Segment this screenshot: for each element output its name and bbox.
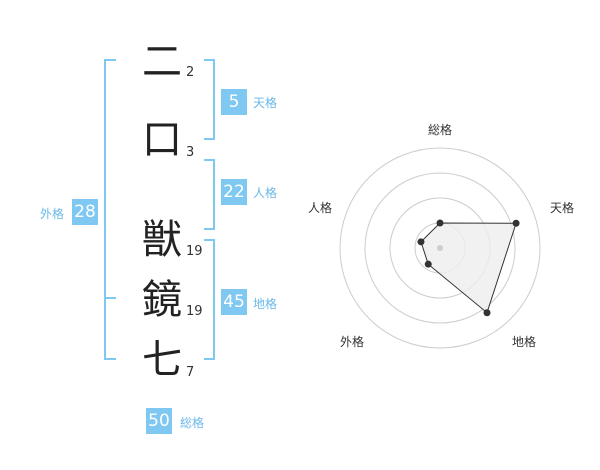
radar-point-総格	[436, 219, 444, 227]
jin-kaku-value: 22	[221, 179, 247, 205]
name-char-5: 七	[142, 337, 182, 383]
gai-kaku-label: 外格	[40, 207, 65, 221]
name-char-3: 獣	[142, 217, 182, 263]
sou-kaku-value: 50	[146, 408, 172, 434]
radar-axis-label-gai: 外格	[340, 334, 364, 349]
radar-ring-3	[364, 172, 516, 324]
radar-axis-label-sou: 総格	[428, 122, 452, 137]
name-char-3-strokes: 19	[186, 244, 203, 259]
radar-axis-label-ten: 天格	[550, 200, 574, 215]
sou-kaku-label: 総格	[180, 416, 205, 430]
radar-point-外格	[424, 260, 432, 268]
radar-axis-label-chi: 地格	[512, 334, 536, 349]
radar-score-points	[417, 219, 520, 317]
ten-bracket	[204, 59, 215, 140]
radar-point-地格	[483, 309, 491, 317]
chi-bracket	[204, 239, 215, 360]
gai-kaku-value: 28	[72, 199, 98, 225]
jin-kaku-label: 人格	[253, 186, 278, 200]
name-char-1-strokes: 2	[186, 65, 195, 80]
gai-bracket	[104, 59, 116, 360]
radar-center-dot	[437, 245, 443, 251]
name-char-2: 口	[142, 117, 182, 163]
radar-score-area	[420, 222, 517, 314]
radar-axis-label-jin: 人格	[308, 200, 332, 215]
chi-kaku-value: 45	[221, 289, 247, 315]
name-char-5-strokes: 7	[186, 365, 195, 380]
radar-point-人格	[417, 238, 425, 246]
name-char-4-strokes: 19	[186, 304, 203, 319]
jin-bracket	[204, 159, 215, 230]
ten-kaku-value: 5	[221, 89, 247, 115]
ten-kaku-label: 天格	[253, 96, 278, 110]
name-char-2-strokes: 3	[186, 145, 195, 160]
name-char-1: 二	[142, 39, 182, 85]
radar-point-天格	[512, 219, 520, 227]
fortune-radar-chart: 総格 天格 地格 外格 人格	[308, 122, 574, 349]
name-char-4: 鏡	[142, 277, 182, 323]
chi-kaku-label: 地格	[253, 297, 278, 311]
radar-ring-4	[339, 147, 541, 349]
